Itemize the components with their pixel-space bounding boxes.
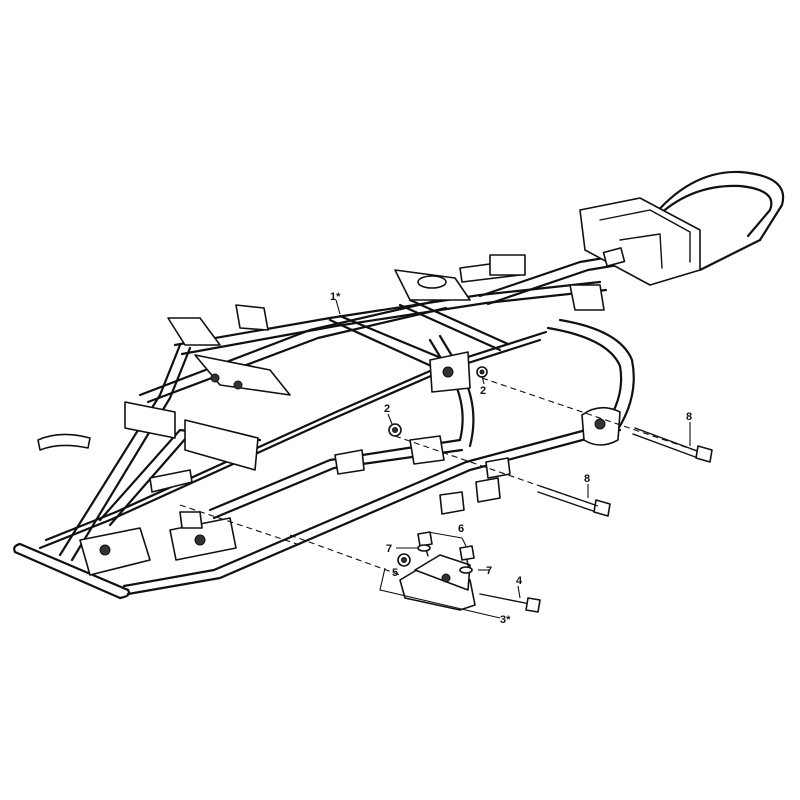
part-3-engine-bracket <box>399 554 476 611</box>
callout-8-upper: 8 <box>686 411 692 423</box>
part-7-washer-right <box>459 566 473 574</box>
part-8-bolt-upper <box>632 427 713 463</box>
callout-7-left: 7 <box>386 543 392 555</box>
part-6-bolt-left <box>417 531 433 557</box>
main-frame <box>13 170 785 600</box>
callout-4: 4 <box>516 575 523 587</box>
callout-5: 5 <box>392 567 398 579</box>
callout-8-lower: 8 <box>584 473 590 485</box>
part-4-bolt <box>479 593 541 613</box>
leader-lines <box>179 299 701 619</box>
part-8-bolt-lower <box>537 485 611 517</box>
callout-6: 6 <box>458 523 464 535</box>
part-2-nut-lower <box>388 423 402 437</box>
part-5-nut <box>397 553 411 567</box>
part-2-nut-upper <box>476 366 488 378</box>
callout-3: 3* <box>500 614 511 626</box>
callout-2-lower: 2 <box>384 403 390 415</box>
part-7-washer-left <box>417 544 431 552</box>
callout-7-right: 7 <box>486 565 492 577</box>
callout-1: 1* <box>330 291 341 303</box>
callout-2-upper: 2 <box>480 385 486 397</box>
